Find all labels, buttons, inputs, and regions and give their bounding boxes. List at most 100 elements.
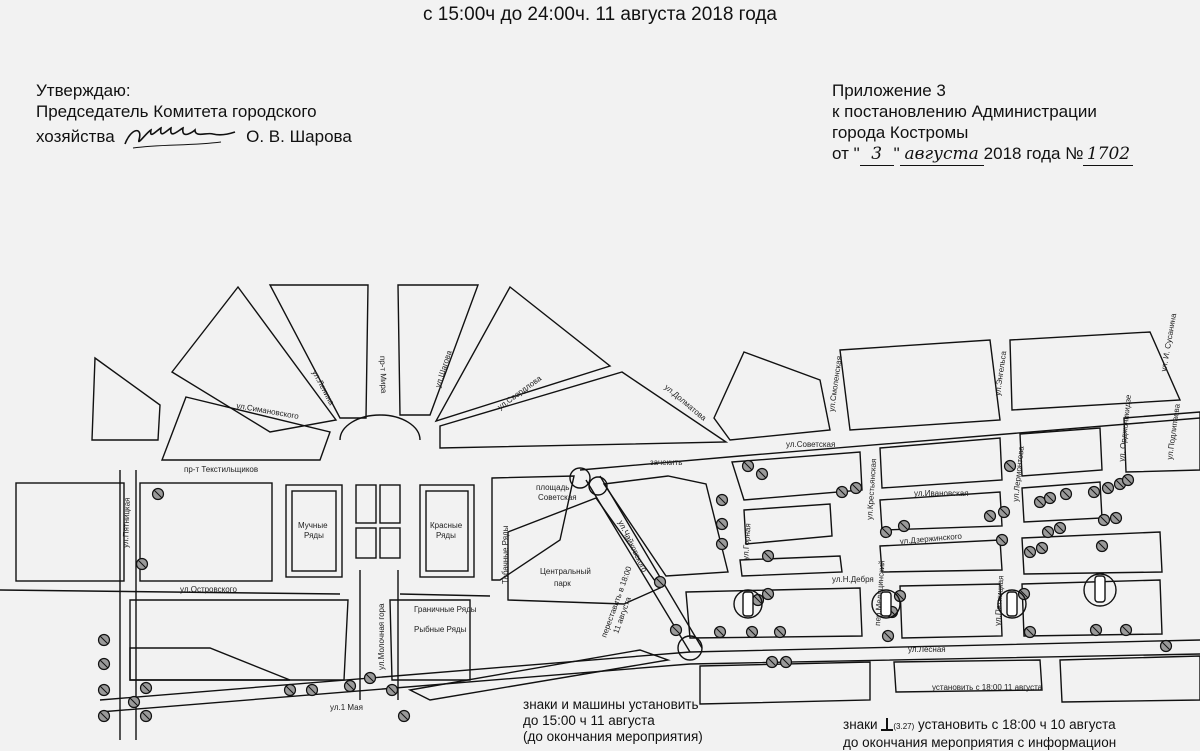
road-sign-cross xyxy=(99,635,109,645)
block-dolmatova xyxy=(439,371,729,449)
block-simanovskogo xyxy=(160,396,331,461)
street-label: ул.Ленина xyxy=(310,369,336,407)
vehicle xyxy=(1094,575,1106,603)
street-label: ул.Энгельса xyxy=(993,350,1008,396)
block-lesnaya-2 xyxy=(893,659,1043,693)
date-year: 2018 года № xyxy=(983,144,1084,163)
note-right: знаки (3.27) установить с 18:00 ч 10 авг… xyxy=(843,717,1116,751)
road-sign-cross xyxy=(837,487,847,497)
street-label: ул.Крестьянская xyxy=(865,458,878,520)
decree-number: 1702 xyxy=(1083,144,1134,166)
ostrovskogo-road xyxy=(0,589,491,597)
street-label: ул.1 Мая xyxy=(330,703,363,712)
chaikovskogo-road xyxy=(585,475,703,653)
street-label: ул.Островского xyxy=(180,585,237,594)
map-annotation: зачекить xyxy=(650,458,682,467)
block-engelsa xyxy=(839,339,1001,431)
road-sign-cross xyxy=(999,507,1009,517)
block-lesnaya-1 xyxy=(699,661,871,705)
map-annotation: установить с 18:00 11 августа xyxy=(932,683,1043,692)
sign-code: (3.27) xyxy=(893,722,915,731)
vehicle-marker xyxy=(677,635,703,661)
block-medicinsky-2 xyxy=(899,583,1003,639)
road-sign-cross xyxy=(715,627,725,637)
road-sign-cross xyxy=(1121,625,1131,635)
vehicle-marker xyxy=(588,476,608,496)
street-label: ул.Долматова xyxy=(663,383,709,423)
place-label: Советская xyxy=(538,493,577,502)
road-sign-cross xyxy=(1035,497,1045,507)
road-sign-cross xyxy=(1005,461,1015,471)
place-label: Центральный xyxy=(540,567,591,576)
block-lesnaya-3 xyxy=(1059,655,1200,703)
road-signs xyxy=(97,459,1173,723)
appendix-city: города Костромы xyxy=(832,123,969,142)
vehicle-marker xyxy=(997,589,1027,619)
road-sign-cross xyxy=(1025,547,1035,557)
road-sign-cross xyxy=(387,685,397,695)
street-label: ул. И. Сусанина xyxy=(1159,312,1178,372)
road-sign-cross xyxy=(99,659,109,669)
block-dzerzhinskogo xyxy=(879,539,1003,573)
appendix-reference: к постановлению Администрации xyxy=(832,102,1097,121)
road-sign-cross xyxy=(129,697,139,707)
road-sign-cross xyxy=(985,511,995,521)
krasnye-ryady-inner xyxy=(425,490,469,572)
road-sign-cross xyxy=(141,683,151,693)
muchnye-ryady-inner xyxy=(291,490,337,572)
road-sign-cross xyxy=(1091,625,1101,635)
approval-label: Утверждаю: xyxy=(36,81,131,100)
block-sovetskaya-2 xyxy=(879,437,1003,489)
block-mira-shagova xyxy=(397,284,480,416)
road-closure-map: ул.Ленина пр-т Мира ул.Шагова ул.Свердло… xyxy=(0,284,1200,740)
road-sign-cross xyxy=(137,559,147,569)
road-sign-cross xyxy=(1115,479,1125,489)
road-sign-cross xyxy=(365,673,375,683)
road-sign-cross xyxy=(1019,589,1029,599)
street-label: ул.Свердлова xyxy=(496,374,544,412)
place-label: Ряды xyxy=(304,531,324,540)
street-label: ул.Пятницкая xyxy=(121,497,132,548)
road-sign-cross xyxy=(775,627,785,637)
road-sign-cross xyxy=(747,627,757,637)
street-label: ул.Молочная гора xyxy=(377,603,386,670)
road-sign-cross xyxy=(1103,483,1113,493)
vehicle-marker xyxy=(871,589,901,619)
road-sign-cross xyxy=(345,681,355,691)
block-sovetskaya-3 xyxy=(1019,427,1103,477)
road-sign-cross xyxy=(399,711,409,721)
date-day: 3 xyxy=(859,144,894,166)
vehicle-marker xyxy=(569,467,591,489)
street-label: ул.Лермонтова xyxy=(1011,445,1026,502)
road-sign-cross xyxy=(1025,627,1035,637)
block-debrya xyxy=(739,555,843,577)
road-sign-cross xyxy=(99,685,109,695)
roundabout xyxy=(339,414,421,441)
block-dzerzhinskogo-2 xyxy=(1021,531,1163,575)
street-label: пр-т Текстильщиков xyxy=(184,465,258,474)
block-small-1 xyxy=(355,484,377,524)
road-sign-cross xyxy=(899,521,909,531)
block-small-3 xyxy=(355,527,377,559)
street-label: ул.Пятницкая xyxy=(993,575,1005,626)
note-left-line: (до окончания мероприятия) xyxy=(523,729,703,744)
vehicle xyxy=(1006,591,1018,617)
street-label: ул.Шагова xyxy=(433,349,454,389)
street-label: пр-т Мира xyxy=(378,356,388,394)
street-label: ул.Ивановская xyxy=(914,489,969,498)
appendix-block: Приложение 3 к постановлению Администрац… xyxy=(832,80,1134,166)
krasnye-ryady-block xyxy=(419,484,475,578)
road-sign-cross xyxy=(1099,515,1109,525)
place-label: Ряды xyxy=(436,531,456,540)
note-right-line2: до окончания мероприятия с информацион xyxy=(843,735,1117,750)
road-sign-cross xyxy=(767,657,777,667)
road-sign-cross xyxy=(1111,513,1121,523)
road-sign-cross xyxy=(285,685,295,695)
street-label: ул.Подлипаева xyxy=(1165,403,1182,461)
road-sign-cross xyxy=(1097,541,1107,551)
road-sign-cross xyxy=(99,711,109,721)
street-label: ул.Советская xyxy=(786,440,835,449)
road-sign-cross xyxy=(753,595,763,605)
vehicle xyxy=(742,591,754,617)
street-label: ул.Горная xyxy=(741,523,753,560)
